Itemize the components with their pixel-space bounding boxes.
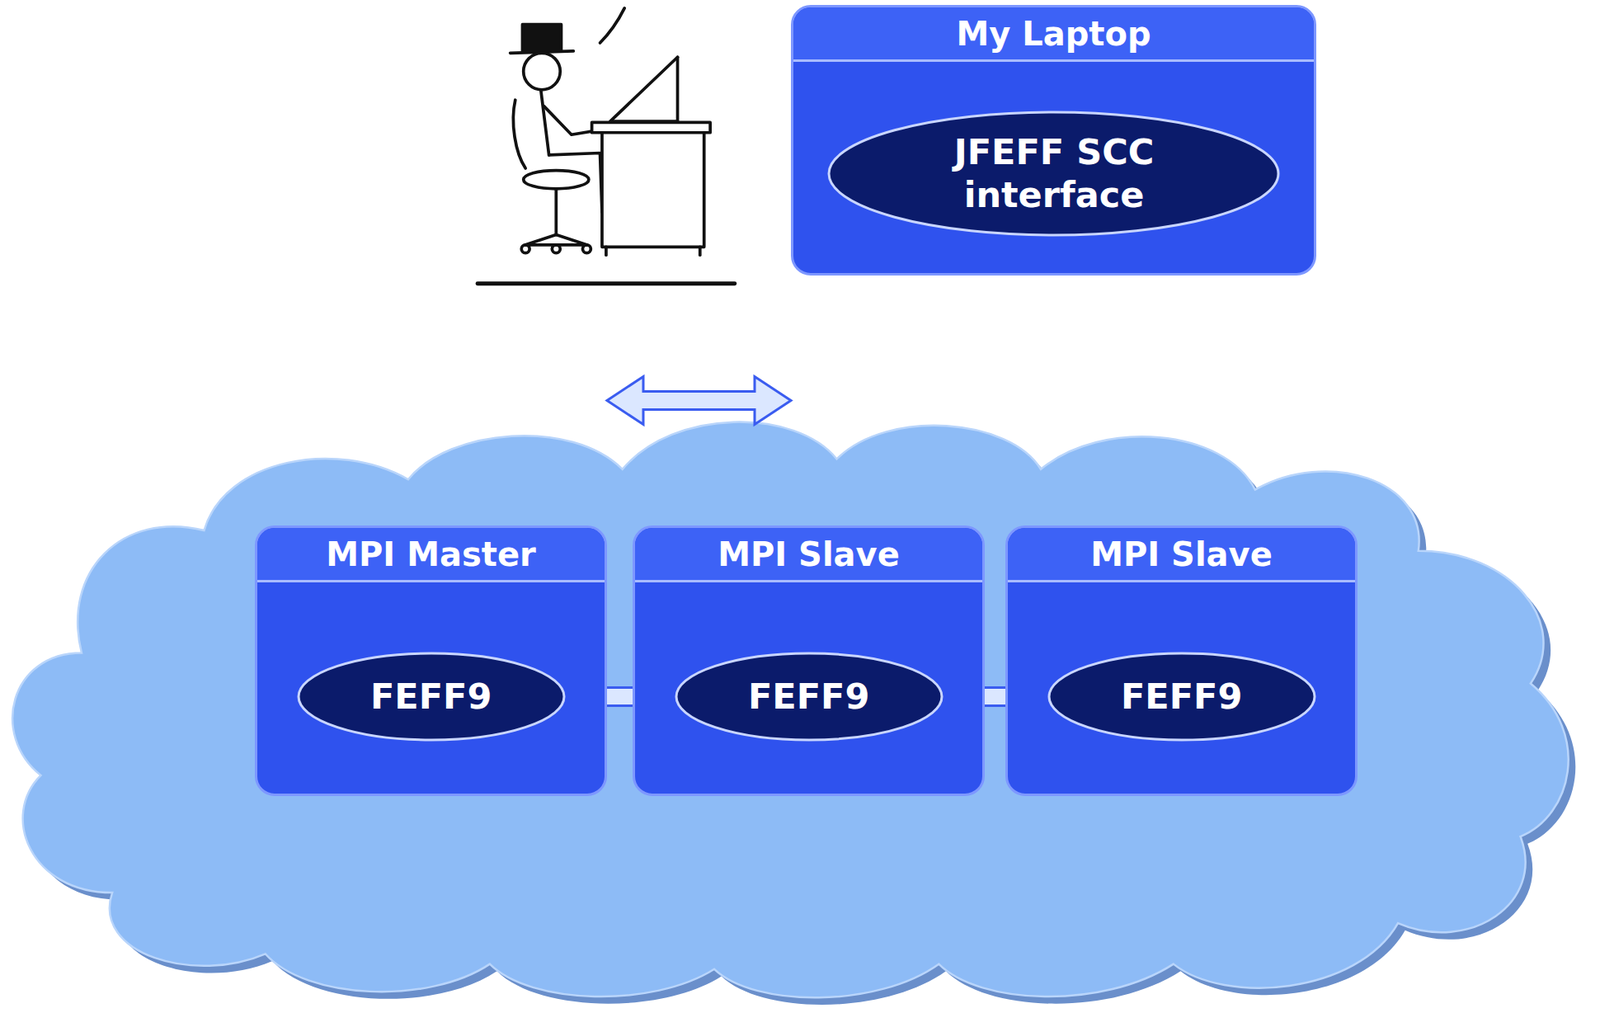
ellipse-shape <box>826 109 1281 238</box>
mpi-link-arrow <box>607 376 791 425</box>
program-label: FEFF9 <box>1120 675 1243 719</box>
box-title: MPI Slave <box>717 535 900 574</box>
host-box: MPI SlaveFEFF9 <box>632 525 985 796</box>
program-ellipse: FEFF9 <box>673 650 945 743</box>
ellipse-outline <box>676 653 942 740</box>
box-header: MPI Slave <box>1007 527 1356 583</box>
stick-figure <box>477 8 735 284</box>
box-header: MPI Master <box>257 527 605 583</box>
ellipse-outline <box>828 112 1279 236</box>
program-ellipse: JFEFF SCC interface <box>826 109 1281 238</box>
program-label: FEFF9 <box>370 675 492 719</box>
program-ellipse: FEFF9 <box>1046 650 1318 743</box>
host-box: MPI MasterFEFF9 <box>254 525 608 796</box>
ellipse-outline <box>1049 653 1315 740</box>
cloud <box>12 422 1576 1005</box>
ellipse-outline <box>298 653 565 740</box>
box-title: My Laptop <box>955 14 1151 53</box>
box-title: MPI Master <box>325 535 537 574</box>
box-header: MPI Slave <box>635 527 983 583</box>
program-label: FEFF9 <box>748 675 870 719</box>
box-header: My Laptop <box>793 7 1314 62</box>
program-ellipse: FEFF9 <box>296 650 567 743</box>
program-label: JFEFF SCC interface <box>897 131 1211 217</box>
box-title: MPI Slave <box>1090 535 1273 574</box>
host-box: MPI SlaveFEFF9 <box>1005 525 1358 796</box>
host-box: My LaptopJFEFF SCC interface <box>790 4 1317 276</box>
